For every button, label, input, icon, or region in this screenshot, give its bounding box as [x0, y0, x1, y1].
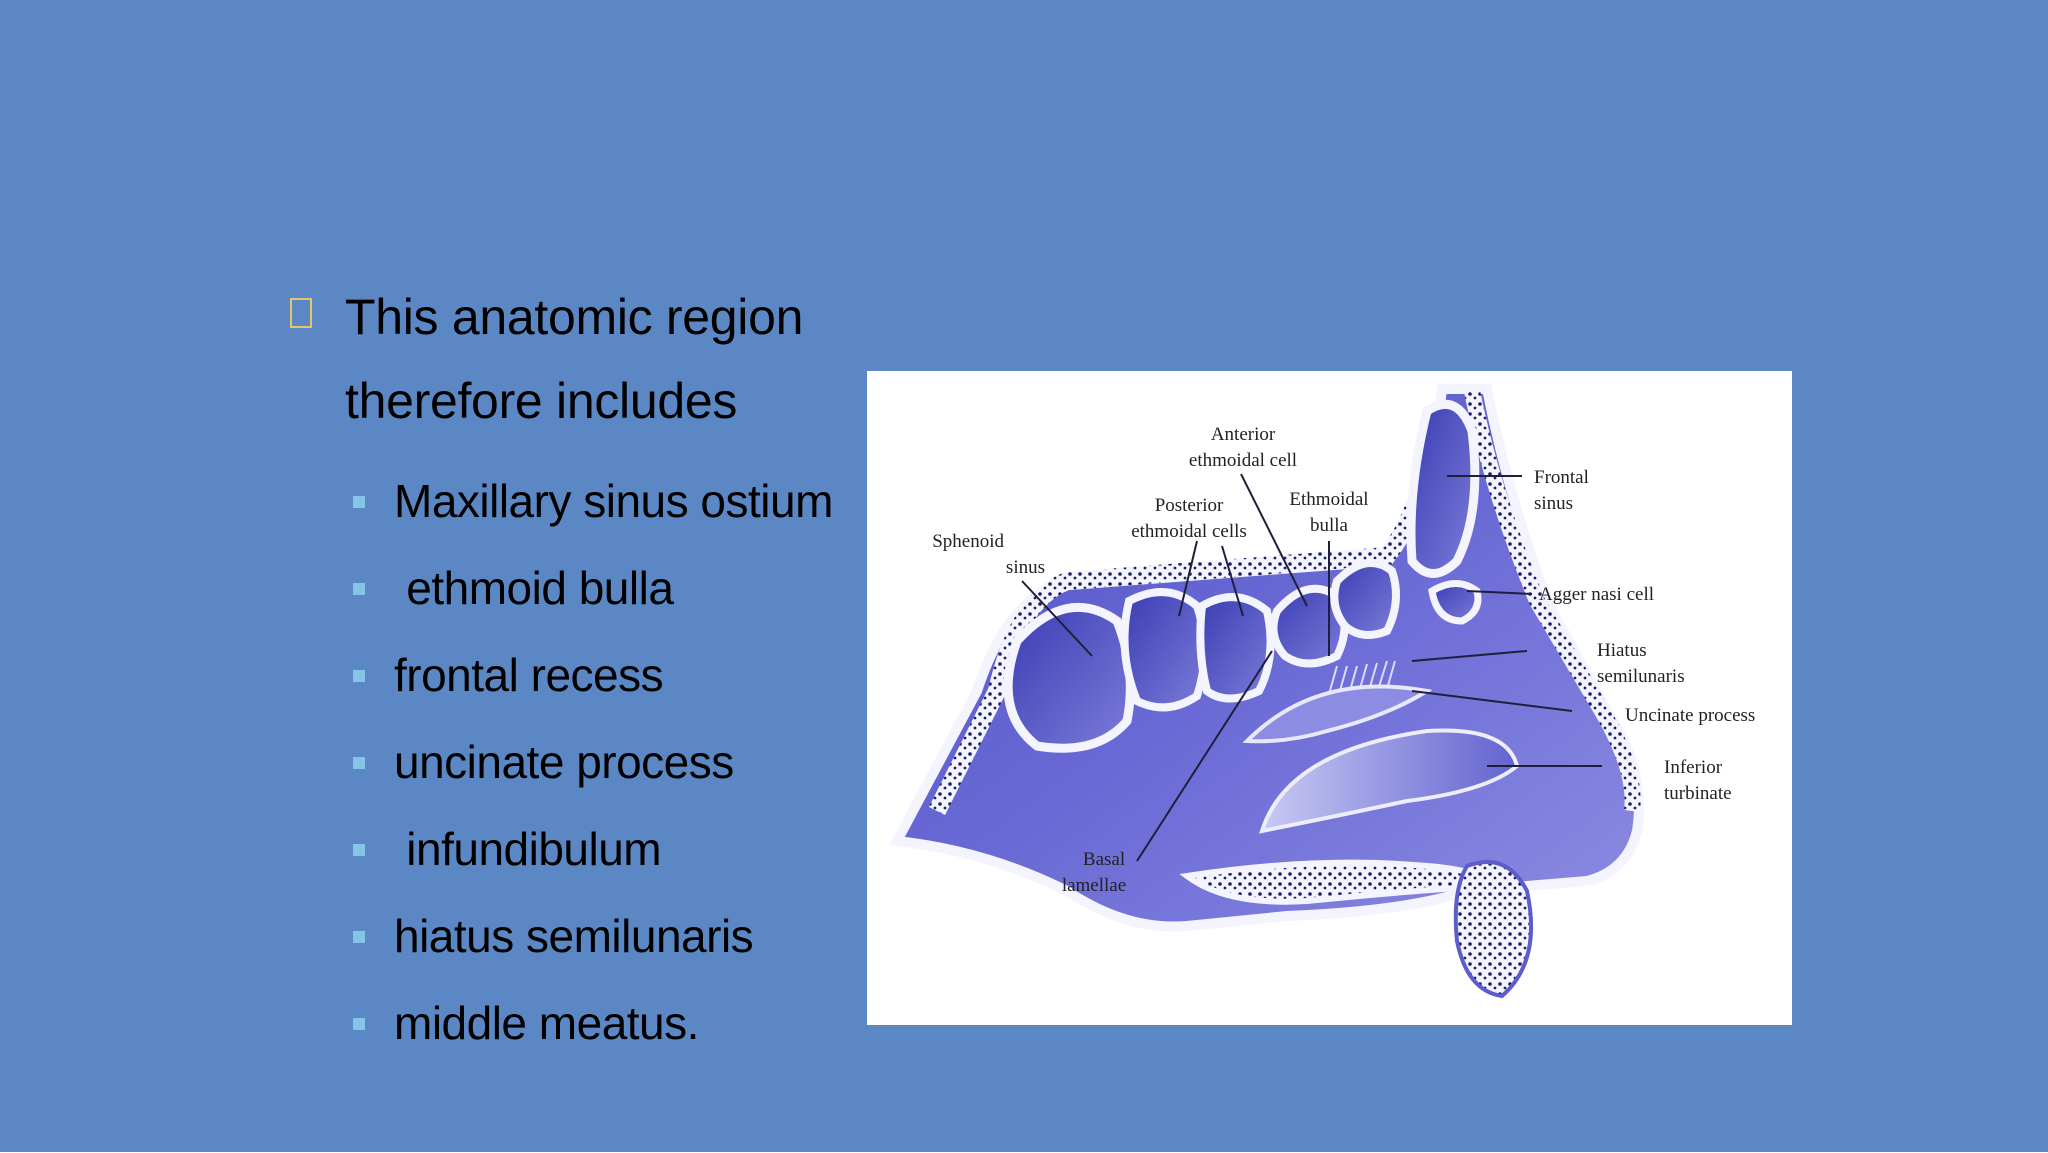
- label-frontal-sinus-2: sinus: [1534, 493, 1573, 514]
- list-item-label: middle meatus.: [394, 997, 699, 1049]
- square-bullet-icon: [353, 496, 365, 508]
- nasal-cavity-illustration: Anterior ethmoidal cell Posterior ethmoi…: [889, 384, 1755, 999]
- label-hiatus-semilunaris-2: semilunaris: [1597, 666, 1685, 687]
- label-ethmoidal-bulla-2: bulla: [1310, 515, 1349, 536]
- label-ethmoidal-bulla-1: Ethmoidal: [1289, 489, 1368, 510]
- label-anterior-ethmoidal-cell-2: ethmoidal cell: [1189, 450, 1297, 471]
- list-item: uncinate process: [350, 721, 870, 808]
- agger-nasi-cell-shape: [1428, 580, 1482, 625]
- list-item: frontal recess: [350, 634, 870, 721]
- list-item-label: infundibulum: [394, 823, 662, 875]
- anterior-ethmoidal-cell-shape: [1330, 559, 1400, 639]
- posterior-ethmoidal-cells-shape: [1120, 588, 1209, 712]
- label-posterior-ethmoidal-cells-2: ethmoidal cells: [1131, 521, 1247, 542]
- leader-lines: [1021, 473, 1602, 862]
- label-basal-lamellae-2: lamellae: [1062, 875, 1126, 896]
- label-hiatus-semilunaris-1: Hiatus: [1597, 640, 1647, 661]
- square-outline-bullet-icon: [290, 298, 312, 328]
- frontal-sinus-shape: [1406, 399, 1480, 578]
- list-item-label: Maxillary sinus ostium: [394, 475, 833, 527]
- label-uncinate-process: Uncinate process: [1625, 705, 1755, 726]
- uncinate-process-shape: [1242, 684, 1433, 744]
- sub-bullet-list: Maxillary sinus ostium ethmoid bulla fro…: [350, 460, 870, 1069]
- list-item-label: uncinate process: [394, 736, 734, 788]
- label-inferior-turbinate-2: turbinate: [1664, 783, 1732, 804]
- list-item: infundibulum: [350, 808, 870, 895]
- list-item: ethmoid bulla: [350, 547, 870, 634]
- ethmoidal-bulla-shape: [1269, 584, 1349, 668]
- list-item-label: ethmoid bulla: [394, 562, 674, 614]
- label-posterior-ethmoidal-cells-1: Posterior: [1155, 495, 1224, 516]
- square-bullet-icon: [353, 583, 365, 595]
- label-basal-lamellae-1: Basal: [1083, 849, 1125, 870]
- list-item: hiatus semilunaris: [350, 895, 870, 982]
- list-item: Maxillary sinus ostium: [350, 460, 870, 547]
- label-frontal-sinus-1: Frontal: [1534, 467, 1589, 488]
- label-agger-nasi-cell: Agger nasi cell: [1539, 584, 1654, 605]
- list-item: middle meatus.: [350, 982, 870, 1069]
- posterior-ethmoidal-cells-shape-2: [1196, 593, 1275, 703]
- square-bullet-icon: [353, 757, 365, 769]
- square-bullet-icon: [353, 1018, 365, 1030]
- label-anterior-ethmoidal-cell-1: Anterior: [1211, 424, 1276, 445]
- label-sphenoid-sinus-1: Sphenoid: [932, 531, 1004, 552]
- list-item-label: hiatus semilunaris: [394, 910, 754, 962]
- nasal-bone-outline: [1464, 389, 1641, 812]
- main-text-line-2: therefore includes: [345, 373, 738, 429]
- nasal-anatomy-figure: Anterior ethmoidal cell Posterior ethmoi…: [867, 371, 1792, 1025]
- square-bullet-icon: [353, 670, 365, 682]
- sphenoid-sinus-shape: [1003, 602, 1135, 753]
- main-text-line-1: This anatomic region: [345, 289, 804, 345]
- square-bullet-icon: [353, 844, 365, 856]
- label-sphenoid-sinus-2: sinus: [1006, 557, 1045, 578]
- nasal-vestibule-shape: [1453, 860, 1534, 999]
- list-item-label: frontal recess: [394, 649, 664, 701]
- square-bullet-icon: [353, 931, 365, 943]
- main-bullet-text: This anatomic region therefore includes: [345, 275, 885, 443]
- label-inferior-turbinate-1: Inferior: [1664, 757, 1723, 778]
